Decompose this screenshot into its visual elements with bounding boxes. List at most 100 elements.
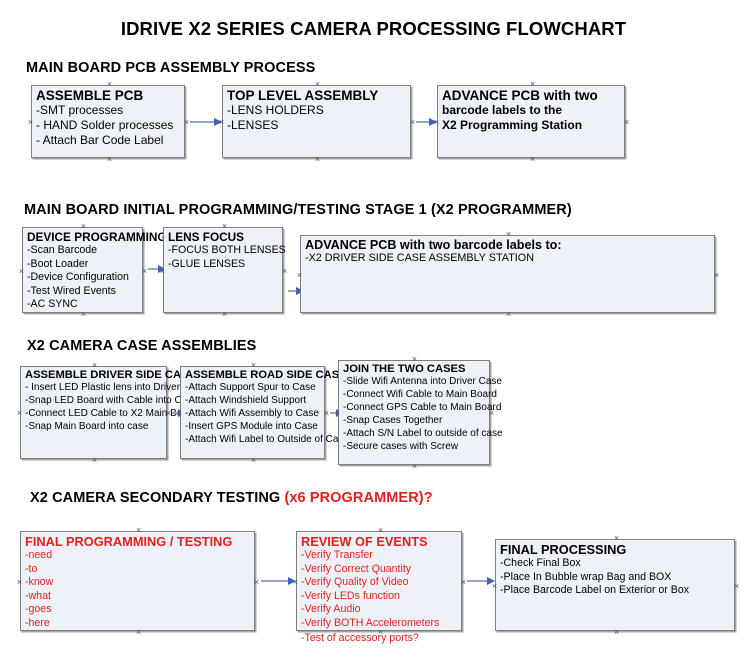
box-title: ASSEMBLE DRIVER SIDE CASE: [25, 369, 196, 381]
box-line: - Attach Bar Code Label: [36, 133, 164, 147]
box-final-programming-testing[interactable]: FINAL PROGRAMMING / TESTING -need -to -k…: [20, 531, 255, 631]
resize-handle-bottom[interactable]: [80, 311, 87, 318]
resize-handle-right[interactable]: [281, 268, 288, 275]
box-line: -Attach S/N Label to outside of case: [343, 428, 503, 439]
box-title: LENS FOCUS: [168, 230, 245, 244]
resize-handle-bottom[interactable]: [505, 311, 512, 318]
connector-lens-focus-to-advance-pcb-driver: [288, 287, 304, 295]
resize-handle-bottom[interactable]: [314, 156, 321, 163]
box-title: DEVICE PROGRAMMING: [27, 230, 167, 244]
resize-handle-right[interactable]: [733, 583, 740, 590]
box-line: -GLUE LENSES: [168, 257, 246, 270]
arrow-head-icon: [487, 577, 495, 585]
resize-handle-left[interactable]: [18, 268, 25, 275]
resize-handle-top[interactable]: [250, 362, 257, 369]
box-line: - HAND Solder processes: [36, 118, 174, 132]
resize-handle-left[interactable]: [16, 579, 23, 586]
box-line: -Secure cases with Screw: [343, 441, 459, 452]
box-line: -Verify BOTH Accelerometers: [301, 616, 440, 629]
connector-device-programming-to-lens-focus: [148, 265, 166, 273]
resize-handle-top[interactable]: [91, 362, 98, 369]
resize-handle-right[interactable]: [253, 579, 260, 586]
box-body: FINAL PROCESSING -Check Final Box -Place…: [500, 542, 734, 598]
box-final-processing[interactable]: FINAL PROCESSING -Check Final Box -Place…: [495, 539, 735, 631]
resize-handle-top[interactable]: [505, 231, 512, 238]
box-line: -Connect LED Cable to X2 Main Board: [25, 408, 197, 419]
box-body: ASSEMBLE DRIVER SIDE CASE - Insert LED P…: [25, 369, 207, 433]
box-line: -Verify LEDs function: [301, 589, 400, 602]
connector-road-side-to-join-cases: [330, 409, 344, 417]
box-line: -Attach Wifi Assembly to Case: [185, 408, 319, 419]
resize-handle-right[interactable]: [183, 119, 190, 126]
connector-driver-side-to-road-side: [172, 409, 186, 417]
resize-handle-bottom[interactable]: [411, 463, 418, 470]
resize-handle-bottom[interactable]: [529, 156, 536, 163]
resize-handle-bottom[interactable]: [221, 311, 228, 318]
box-device-programming[interactable]: DEVICE PROGRAMMING -Scan Barcode -Boot L…: [22, 227, 167, 313]
resize-handle-right[interactable]: [409, 119, 416, 126]
resize-handle-top[interactable]: [613, 535, 620, 542]
resize-handle-top[interactable]: [221, 223, 228, 230]
box-body: LENS FOCUS -FOCUS BOTH LENSES -GLUE LENS…: [168, 230, 286, 271]
resize-handle-top[interactable]: [135, 527, 142, 534]
resize-handle-right[interactable]: [713, 272, 720, 279]
box-line: -Attach Windshield Support: [185, 395, 307, 406]
box-line: barcode labels to the: [442, 103, 563, 117]
box-line: -Verify Correct Quantity: [301, 562, 412, 575]
resize-handle-left[interactable]: [27, 119, 34, 126]
box-title: ADVANCE PCB with two: [442, 88, 598, 103]
box-line: -know: [25, 576, 54, 589]
resize-handle-top[interactable]: [106, 81, 113, 88]
resize-handle-bottom[interactable]: [250, 457, 257, 464]
resize-handle-left[interactable]: [296, 272, 303, 279]
resize-handle-right[interactable]: [460, 579, 467, 586]
box-line: -Device Configuration: [27, 271, 129, 284]
box-body: ASSEMBLE ROAD SIDE CASE -Attach Support …: [185, 369, 349, 446]
resize-handle-left[interactable]: [16, 410, 23, 417]
box-review-of-events[interactable]: REVIEW OF EVENTS -Verify Transfer -Verif…: [296, 531, 462, 644]
arrow-head-icon: [429, 118, 437, 126]
box-assemble-driver-side-case[interactable]: ASSEMBLE DRIVER SIDE CASE - Insert LED P…: [20, 366, 207, 459]
resize-handle-top[interactable]: [411, 356, 418, 363]
box-line: -Verify Audio: [301, 603, 361, 616]
box-title: ASSEMBLE ROAD SIDE CASE: [185, 369, 347, 381]
resize-handle-bottom[interactable]: [613, 629, 620, 636]
resize-handle-top[interactable]: [314, 81, 321, 88]
resize-handle-top[interactable]: [377, 527, 384, 534]
box-title: REVIEW OF EVENTS: [301, 534, 428, 549]
box-top-level-assembly[interactable]: TOP LEVEL ASSEMBLY -LENS HOLDERS -LENSES: [222, 85, 411, 158]
arrow-head-icon: [214, 118, 222, 126]
section-header-x2-camera-case-assemblies: X2 CAMERA CASE ASSEMBLIES: [27, 338, 256, 354]
box-lens-focus[interactable]: LENS FOCUS -FOCUS BOTH LENSES -GLUE LENS…: [163, 227, 286, 313]
box-title: JOIN THE TWO CASES: [343, 363, 466, 375]
resize-handle-right[interactable]: [141, 268, 148, 275]
section-header-x2-camera-secondary-testing: X2 CAMERA SECONDARY TESTING (x6 PROGRAMM…: [30, 490, 433, 506]
box-line: -Snap Cases Together: [343, 415, 443, 426]
box-line: -Insert GPS Module into Case: [185, 421, 318, 432]
box-body: JOIN THE TWO CASES -Slide Wifi Antenna i…: [343, 363, 503, 453]
section-header-main-board-initial-programming: MAIN BOARD INITIAL PROGRAMMING/TESTING S…: [24, 202, 572, 218]
box-line: - Insert LED Plastic lens into Driver Ca…: [25, 382, 207, 393]
resize-handle-top[interactable]: [529, 81, 536, 88]
box-join-the-two-cases[interactable]: JOIN THE TWO CASES -Slide Wifi Antenna i…: [338, 360, 503, 465]
box-line: -Boot Loader: [27, 257, 89, 270]
resize-handle-right[interactable]: [323, 410, 330, 417]
box-line: -to: [25, 562, 38, 575]
box-line: -Verify Quality of Video: [301, 576, 409, 589]
box-advance-pcb-driver-side[interactable]: ADVANCE PCB with two barcode labels to: …: [300, 235, 715, 313]
resize-handle-top[interactable]: [80, 223, 87, 230]
resize-handle-right[interactable]: [623, 119, 630, 126]
resize-handle-bottom[interactable]: [106, 156, 113, 163]
box-body: FINAL PROGRAMMING / TESTING -need -to -k…: [25, 534, 254, 631]
box-advance-pcb-programming-station[interactable]: ADVANCE PCB with two barcode labels to t…: [437, 85, 625, 158]
box-assemble-pcb[interactable]: ASSEMBLE PCB -SMT processes - HAND Solde…: [31, 85, 185, 158]
resize-handle-bottom[interactable]: [91, 457, 98, 464]
box-body: ADVANCE PCB with two barcode labels to t…: [442, 88, 624, 133]
box-body: REVIEW OF EVENTS -Verify Transfer -Verif…: [301, 534, 461, 631]
box-assemble-road-side-case[interactable]: ASSEMBLE ROAD SIDE CASE -Attach Support …: [180, 366, 349, 459]
box-title: ADVANCE PCB with two barcode labels to:: [305, 238, 562, 252]
arrow-head-icon: [158, 265, 166, 273]
box-line: -Check Final Box: [500, 557, 581, 569]
section-header-accent-text: (x6 PROGRAMMER)?: [284, 490, 433, 506]
box-line: -LENSES: [227, 118, 279, 132]
